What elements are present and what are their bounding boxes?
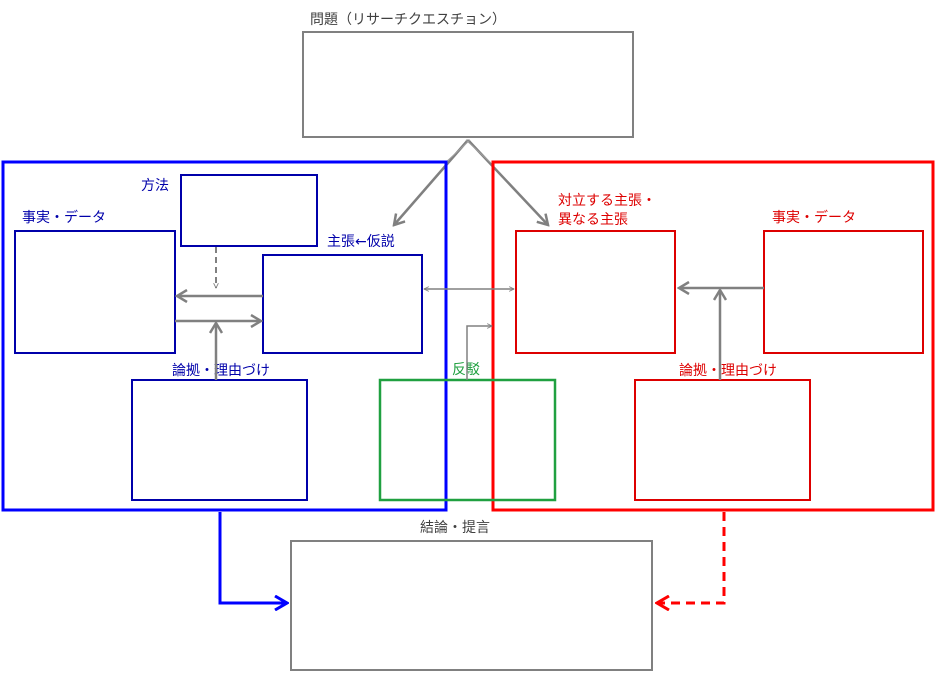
facts-right-box	[763, 230, 924, 354]
conclusion-label: 結論・提言	[420, 520, 490, 536]
rebuttal-box	[378, 378, 557, 502]
left-group-frame	[1, 160, 448, 512]
reasoning-left-box	[131, 379, 308, 501]
arrow-left-to-conclusion	[218, 512, 287, 603]
thin-line-question-right	[465, 139, 492, 164]
question-label: 問題（リサーチクエスチョン）	[310, 12, 506, 28]
facts-left-label: 事実・データ	[22, 209, 106, 226]
right-group-frame	[491, 160, 935, 512]
facts-left-box	[14, 230, 176, 354]
arrow-rebuttal-to-opposing	[466, 326, 492, 380]
method-box	[180, 174, 318, 247]
question-box	[302, 31, 634, 138]
rebuttal-label: 反駁	[452, 362, 480, 378]
facts-right-label: 事実・データ	[772, 209, 856, 226]
conclusion-box	[290, 540, 653, 671]
reasoning-right-box	[634, 379, 811, 501]
thin-line-question-left	[444, 139, 471, 164]
claim-left-label: 主張←仮説	[327, 234, 395, 250]
method-label: 方法	[141, 178, 169, 194]
opposing-claim-box	[515, 230, 676, 354]
reasoning-right-label: 論拠・理由づけ	[679, 363, 777, 379]
opposing-claim-label-line2: 異なる主張	[558, 212, 628, 228]
arrow-right-to-conclusion-dashed	[657, 512, 726, 603]
opposing-claim-label-line1: 対立する主張・	[558, 193, 656, 209]
reasoning-left-label: 論拠・理由づけ	[172, 363, 270, 379]
arrow-question-to-claim	[394, 139, 469, 225]
claim-left-box	[262, 254, 423, 354]
